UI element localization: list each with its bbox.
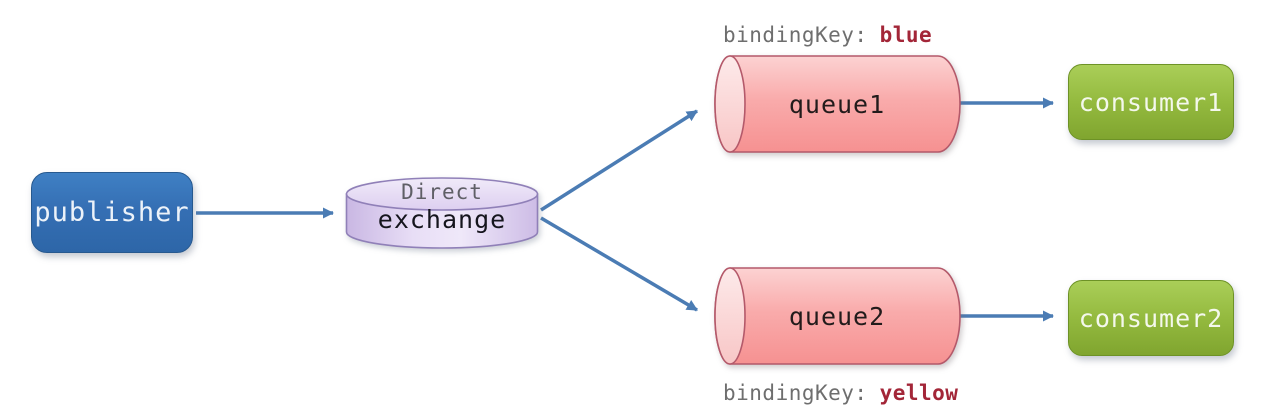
queue2-node: queue2	[713, 266, 961, 366]
exchange-type-label: Direct	[401, 180, 483, 204]
queue2-cylinder	[714, 267, 961, 365]
edge-exchange-queue2	[540, 216, 698, 312]
consumer2-label: consumer2	[1078, 303, 1224, 333]
binding-key-queue1: bindingKey: blue	[723, 23, 932, 47]
binding-key-queue2: bindingKey: yellow	[723, 381, 958, 405]
consumer1-node: consumer1	[1068, 64, 1234, 140]
queue2-label: queue2	[788, 301, 886, 331]
binding-key-label: bindingKey:	[723, 23, 868, 47]
consumer1-label: consumer1	[1078, 87, 1224, 117]
binding-key-label: bindingKey:	[723, 381, 868, 405]
publisher-node: publisher	[31, 172, 193, 253]
consumer2-node: consumer2	[1068, 280, 1234, 356]
exchange-node: Direct exchange	[345, 176, 539, 252]
edge-exchange-queue1	[540, 109, 698, 212]
queue1-node: queue1	[713, 54, 961, 154]
queue1-cylinder	[714, 55, 961, 153]
publisher-label: publisher	[34, 197, 190, 228]
queue1-label: queue1	[788, 89, 886, 119]
binding-key-value: yellow	[879, 381, 959, 405]
exchange-cylinder	[345, 177, 539, 249]
binding-key-value: blue	[879, 23, 933, 47]
exchange-label: exchange	[377, 205, 507, 234]
